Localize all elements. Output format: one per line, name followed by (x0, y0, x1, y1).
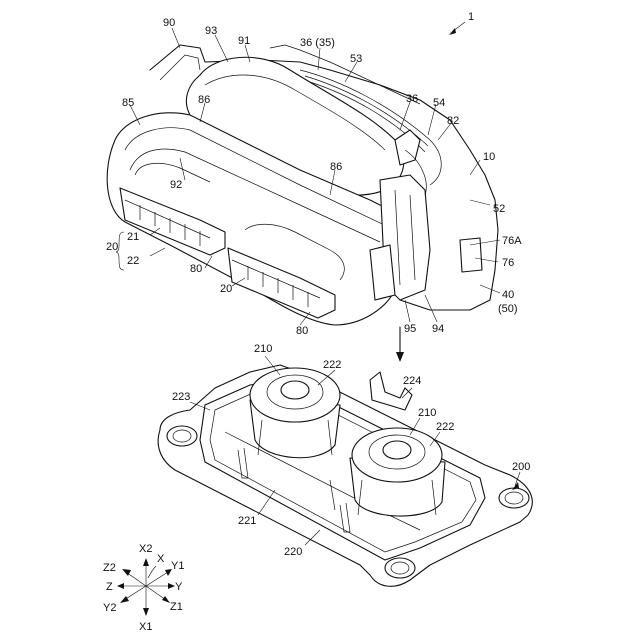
connector-assembly (107, 45, 498, 325)
label-40: 40 (502, 289, 514, 301)
label-220: 220 (284, 546, 302, 558)
label-82: 82 (447, 115, 459, 127)
assembly-arrow (396, 327, 404, 362)
label-93: 93 (205, 25, 217, 37)
label-10: 10 (483, 151, 495, 163)
boss-left (250, 368, 340, 458)
axis-Y2: Y2 (103, 602, 116, 614)
label-210b: 210 (418, 407, 436, 419)
axis-Y: Y (175, 581, 183, 593)
axis-Z2: Z2 (103, 562, 116, 574)
label-86a: 86 (198, 94, 210, 106)
label-36: 36 (406, 93, 418, 105)
mount-hole-left (167, 426, 197, 446)
axis-Z1: Z1 (170, 601, 183, 613)
axis-X: X (157, 553, 165, 565)
label-91: 91 (238, 35, 250, 47)
label-223: 223 (172, 391, 190, 403)
label-95: 95 (404, 323, 416, 335)
mount-hole-bottom (385, 558, 415, 578)
label-222b: 222 (436, 421, 454, 433)
label-94: 94 (432, 323, 444, 335)
label-20: 20 (220, 283, 232, 295)
label-92: 92 (170, 179, 182, 191)
label-20-group: 20 (106, 241, 118, 253)
label-21: 21 (127, 231, 139, 243)
label-76A: 76A (502, 235, 522, 247)
axis-triad: X2 X Z2 Y1 Z Y Y2 Z1 X1 (103, 543, 184, 633)
label-221: 221 (238, 515, 256, 527)
label-36-35: 36 (35) (300, 37, 335, 49)
axis-X1: X1 (139, 621, 152, 633)
axis-Z: Z (106, 581, 113, 593)
axis-X2: X2 (139, 543, 152, 555)
base-part (158, 365, 532, 586)
label-50: (50) (498, 303, 518, 315)
label-85: 85 (122, 97, 134, 109)
label-80b: 80 (296, 325, 308, 337)
label-224: 224 (403, 375, 421, 387)
label-54: 54 (433, 97, 445, 109)
label-222a: 222 (323, 359, 341, 371)
mount-hole-right (499, 488, 529, 508)
label-52: 52 (493, 203, 505, 215)
axis-Y1: Y1 (171, 560, 184, 572)
label-86b: 86 (330, 161, 342, 173)
label-53: 53 (350, 53, 362, 65)
label-210a: 210 (254, 343, 272, 355)
label-76: 76 (502, 257, 514, 269)
label-90: 90 (163, 17, 175, 29)
label-fig: 1 (468, 11, 474, 23)
label-80a: 80 (190, 263, 202, 275)
label-200: 200 (512, 461, 530, 473)
boss-right (350, 428, 445, 516)
label-22: 22 (127, 255, 139, 267)
